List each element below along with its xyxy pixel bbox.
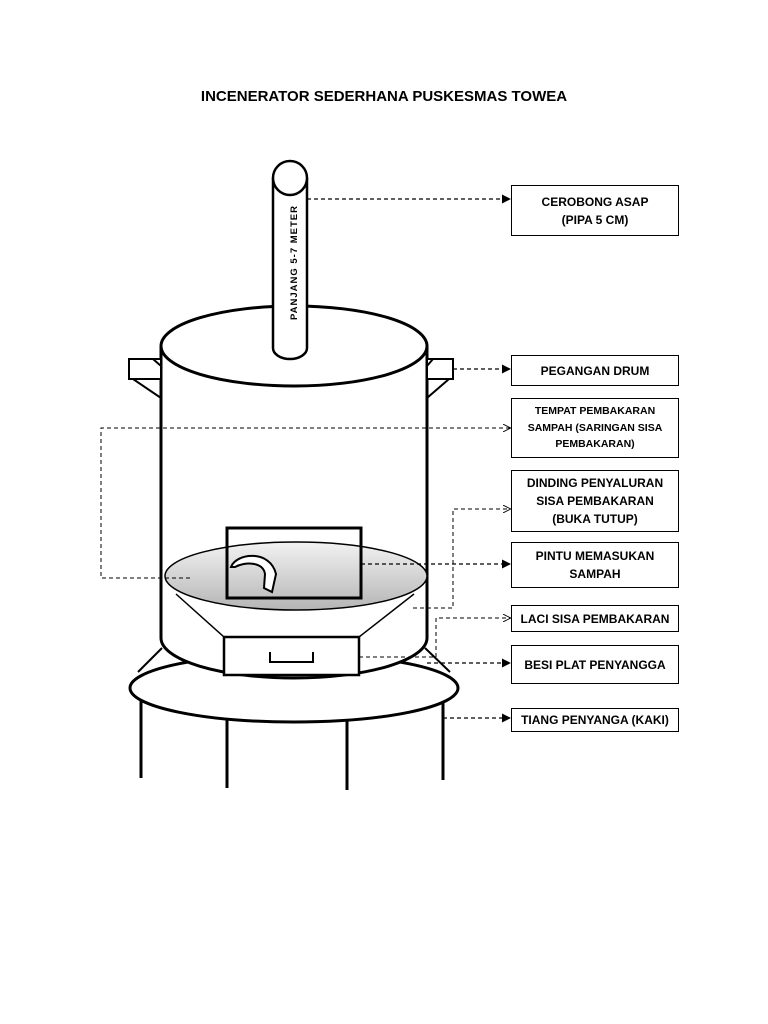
label-legs: TIANG PENYANGA (KAKI) [511,708,679,732]
label-chimney: CEROBONG ASAP (PIPA 5 CM) [511,185,679,236]
chimney-pipe: PANJANG 5-7 METER [271,159,309,361]
drum-body [159,346,429,680]
label-combustion-place: TEMPAT PEMBAKARAN SAMPAH (SARINGAN SISA … [511,398,679,458]
diagram-title: INCENERATOR SEDERHANA PUSKESMAS TOWEA [200,88,568,105]
label-chimney-text: CEROBONG ASAP (PIPA 5 CM) [541,194,649,227]
support-legs [139,700,445,790]
label-ash-drawer: LACI SISA PEMBAKARAN [511,605,679,632]
waste-input-door [225,526,363,600]
label-combustion-place-text: TEMPAT PEMBAKARAN SAMPAH (SARINGAN SISA … [527,404,663,451]
label-drum-handle-text: PEGANGAN DRUM [540,363,650,378]
drum-handles [128,358,454,399]
ash-drawer [222,635,361,677]
label-drum-handle: PEGANGAN DRUM [511,355,679,386]
label-ash-drawer-text: LACI SISA PEMBAKARAN [520,611,670,626]
combustion-grate [164,541,428,611]
label-support-plate: BESI PLAT PENYANGGA [511,645,679,684]
label-input-door-text: PINTU MEMASUKAN SAMPAH [535,549,655,581]
label-ash-wall: DINDING PENYALURAN SISA PEMBAKARAN (BUKA… [511,470,679,532]
label-legs-text: TIANG PENYANGA (KAKI) [521,713,669,727]
label-ash-wall-text: DINDING PENYALURAN SISA PEMBAKARAN (BUKA… [526,476,664,526]
pipe-length-text: PANJANG 5-7 METER [289,205,300,320]
drawer-handle-icon [269,652,314,663]
label-input-door: PINTU MEMASUKAN SAMPAH [511,542,679,588]
label-support-plate-text: BESI PLAT PENYANGGA [524,657,666,672]
door-arrow-icon [229,554,278,594]
